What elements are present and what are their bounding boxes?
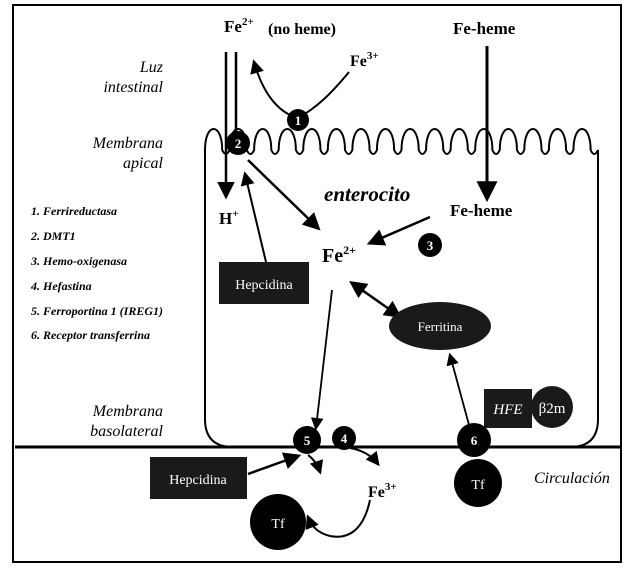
b2m-circle: β2m bbox=[531, 386, 573, 428]
hepcidin-to-ferroportin-arrow bbox=[248, 456, 298, 474]
marker-4-label: 4 bbox=[341, 431, 348, 446]
legend-item: 5. Ferroportina 1 (IREG1) bbox=[31, 304, 163, 318]
hfe-box: HFE bbox=[484, 389, 532, 428]
marker-3-label: 3 bbox=[427, 238, 434, 253]
legend: 1. Ferrireductasa 2. DMT1 3. Hemo-oxigen… bbox=[30, 204, 163, 342]
legend-item: 6. Receptor transferrina bbox=[31, 328, 150, 342]
legend-item: 3. Hemo-oxigenasa bbox=[30, 254, 127, 268]
basolateral-membrane-label-line2: basolateral bbox=[90, 423, 163, 440]
dmt1-to-fe2-arrow bbox=[248, 160, 318, 228]
transferrin-circle-left: Tf bbox=[250, 494, 306, 550]
transferrin-to-ferritin-arrow bbox=[450, 355, 469, 425]
legend-item: 2. DMT1 bbox=[30, 229, 76, 243]
hepcidin-box-top-label: Hepcidina bbox=[235, 278, 293, 293]
marker-1-label: 1 bbox=[295, 113, 302, 128]
marker-heme-oxygenase: 3 bbox=[418, 233, 442, 257]
fe2-to-ferroportin-arrow bbox=[316, 290, 332, 428]
marker-dmt1: 2 bbox=[226, 131, 250, 155]
hephaestin-to-fe3-arrow bbox=[350, 448, 378, 464]
hepcidin-box-bottom-label: Hepcidina bbox=[169, 473, 227, 488]
marker-ferroportin: 5 bbox=[293, 426, 321, 454]
fe2-ferritin-exchange-arrow bbox=[352, 283, 399, 316]
apical-membrane-label-line2: apical bbox=[123, 155, 164, 172]
marker-hephaestin: 4 bbox=[332, 426, 356, 450]
legend-item: 4. Hefastina bbox=[30, 279, 92, 293]
enterocyte-label: enterocito bbox=[324, 182, 410, 206]
fe2-center-label: Fe2+ bbox=[322, 243, 356, 267]
no-heme-label: (no heme) bbox=[268, 21, 336, 38]
transferrin-circle-right: Tf bbox=[454, 459, 502, 507]
marker-5-label: 5 bbox=[304, 433, 311, 448]
circulation-label: Circulación bbox=[534, 470, 610, 487]
ferritin-label: Ferritina bbox=[418, 319, 463, 334]
legend-item: 1. Ferrireductasa bbox=[31, 204, 117, 218]
fe-heme-inner-label: Fe-heme bbox=[450, 201, 513, 220]
hfe-label: HFE bbox=[492, 402, 522, 418]
ferroportin-to-fe3-arrow bbox=[308, 455, 320, 472]
marker-transferrin-receptor: 6 bbox=[457, 423, 491, 457]
marker-2-label: 2 bbox=[235, 136, 242, 151]
fe-heme-top-label: Fe-heme bbox=[453, 19, 516, 38]
basolateral-membrane-label-line1: Membrana bbox=[92, 403, 163, 420]
fe3-bottom-label: Fe3+ bbox=[368, 481, 397, 501]
fe3-to-transferrin-arrow bbox=[308, 500, 370, 537]
ferritin-ellipse: Ferritina bbox=[389, 302, 491, 350]
fe2-top-label: Fe2+ bbox=[224, 16, 254, 36]
lumen-label-line2: intestinal bbox=[103, 79, 163, 96]
fe3-top-label: Fe3+ bbox=[350, 50, 379, 70]
transferrin-label-left: Tf bbox=[271, 517, 285, 532]
hepcidin-box-bottom: Hepcidina bbox=[150, 457, 247, 499]
apical-membrane-label-line1: Membrana bbox=[92, 135, 163, 152]
marker-ferrireductase: 1 bbox=[287, 109, 309, 131]
marker-6-label: 6 bbox=[471, 433, 478, 448]
hepcidin-inhibition-arrow bbox=[245, 174, 266, 262]
lumen-label-line1: Luz bbox=[139, 59, 164, 76]
b2m-label: β2m bbox=[539, 401, 566, 417]
h-plus-label: H+ bbox=[219, 208, 239, 228]
transferrin-label-right: Tf bbox=[471, 478, 485, 493]
hepcidin-box-top: Hepcidina bbox=[219, 262, 309, 304]
